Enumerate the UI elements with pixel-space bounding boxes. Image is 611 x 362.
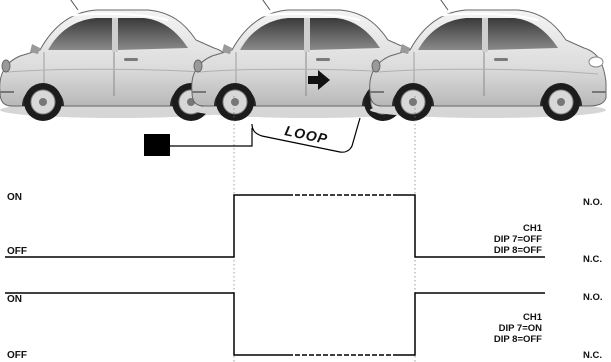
detector-cable [170, 128, 253, 147]
timing1-dip7-label: DIP 7=OFF [494, 234, 542, 245]
arrow-right-icon [308, 70, 330, 90]
timing2-dip8-label: DIP 8=OFF [494, 334, 542, 345]
timing2-dip7-label: DIP 7=ON [499, 323, 543, 334]
timing-diagram-2: ON OFF CH1 DIP 7=ON DIP 8=OFF N.O. N.C. [5, 292, 603, 361]
timing1-on-label: ON [7, 192, 22, 203]
timing2-off-label: OFF [7, 350, 27, 361]
timing1-channel-label: CH1 [523, 223, 543, 234]
timing1-signal [5, 194, 288, 258]
timing2-signal [5, 292, 288, 356]
timing1-no-label: N.O. [583, 197, 603, 208]
timing1-off-label: OFF [7, 246, 27, 257]
timing-diagram-1: ON OFF CH1 DIP 7=OFF DIP 8=OFF N.O. N.C. [5, 192, 603, 265]
timing1-signal-end [398, 194, 545, 258]
timing1-nc-label: N.C. [583, 254, 602, 265]
detector-box [144, 134, 170, 156]
timing2-signal-end [398, 292, 545, 356]
car-row [0, 0, 607, 122]
loop-label: LOOP [283, 122, 329, 147]
timing2-nc-label: N.C. [583, 350, 602, 361]
loop-coil [251, 117, 361, 153]
timing2-no-label: N.O. [583, 292, 603, 303]
timing2-channel-label: CH1 [523, 312, 543, 323]
car-right [368, 0, 607, 122]
timing2-on-label: ON [7, 294, 22, 305]
timing1-dip8-label: DIP 8=OFF [494, 245, 542, 256]
